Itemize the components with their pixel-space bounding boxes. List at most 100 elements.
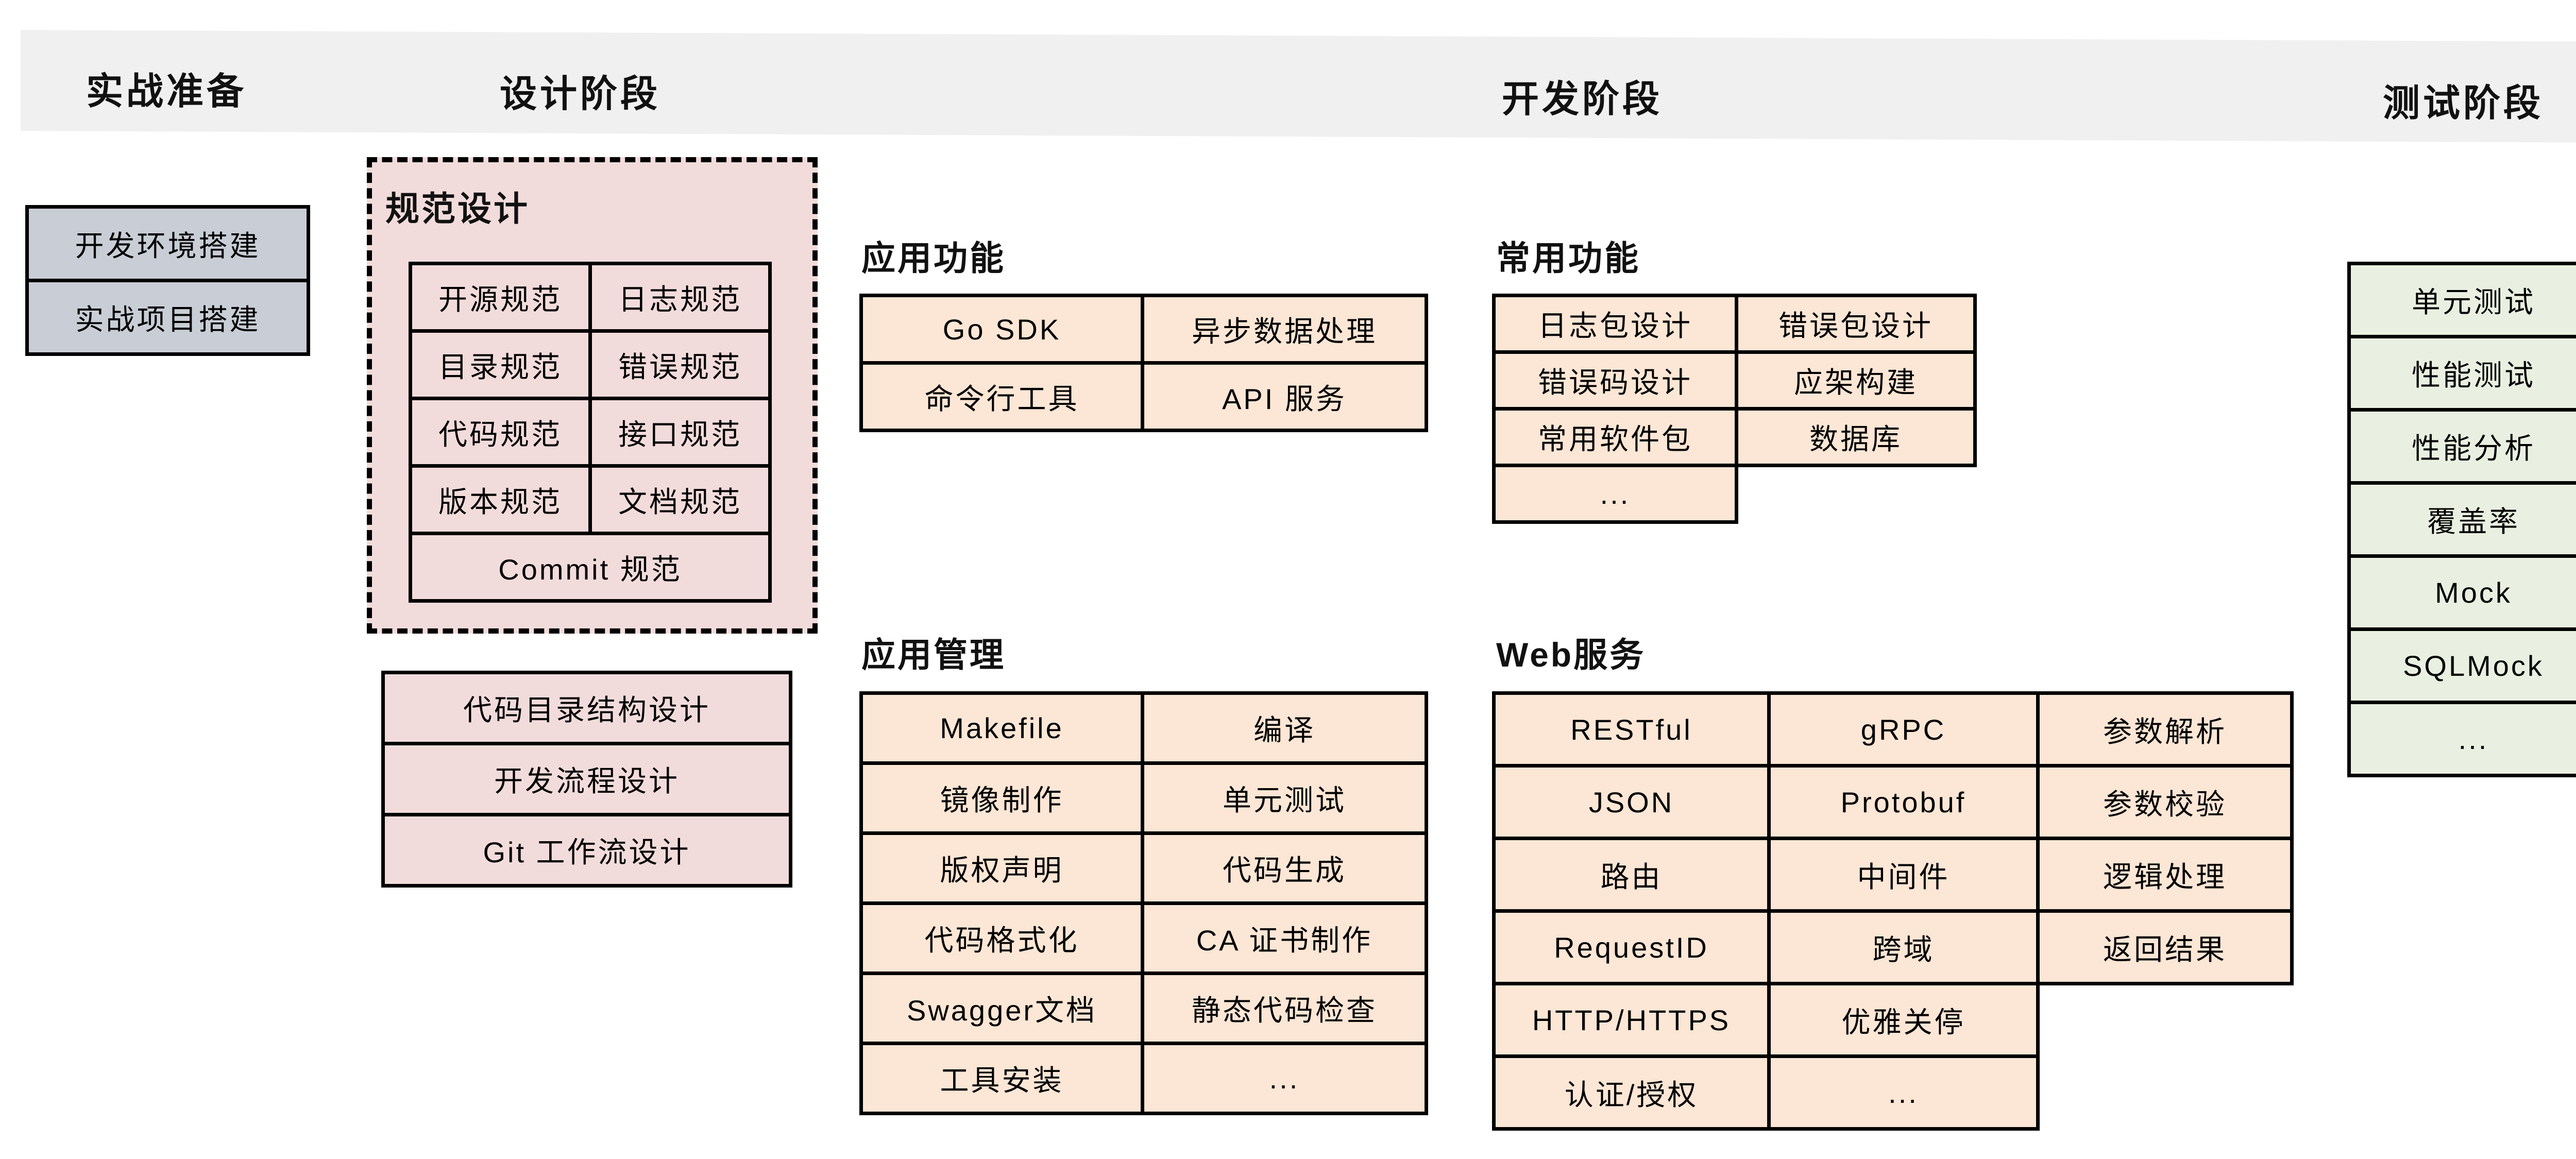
table-cell: 代码格式化 xyxy=(859,901,1144,975)
table-row: 镜像制作单元测试 xyxy=(859,761,1428,835)
table-cell: 接口规范 xyxy=(588,397,772,468)
table-cell: 返回结果 xyxy=(2036,909,2294,985)
table-row: 开发环境搭建 xyxy=(25,205,310,282)
table-row: Mock xyxy=(2347,554,2576,631)
table-row: ... xyxy=(1492,464,1977,524)
table-cell: 路由 xyxy=(1492,837,1771,913)
section-title-app-features: 应用功能 xyxy=(861,239,1006,277)
table-row: 版权声明代码生成 xyxy=(859,831,1428,905)
table-row: 覆盖率 xyxy=(2347,481,2576,558)
table-cell: Makefile xyxy=(859,691,1144,765)
table-row: 单元测试 xyxy=(2347,262,2576,338)
table-row: 版本规范文档规范 xyxy=(409,464,772,535)
table-cell: 应架构建 xyxy=(1735,350,1977,411)
table-cell: 开发环境搭建 xyxy=(25,205,310,282)
table-row: Swagger文档静态代码检查 xyxy=(859,971,1428,1045)
table-cell: Commit 规范 xyxy=(409,532,772,603)
table-cell: ... xyxy=(1492,464,1738,524)
table-cell: 版权声明 xyxy=(859,831,1144,905)
table-cell: 异步数据处理 xyxy=(1141,294,1428,365)
section-title-web-services: Web服务 xyxy=(1496,636,1646,674)
stage-label-preparation: 实战准备 xyxy=(86,71,247,112)
section-title-app-mgmt: 应用管理 xyxy=(861,636,1006,674)
table-row: SQLMock xyxy=(2347,627,2576,704)
table-row: 目录规范错误规范 xyxy=(409,329,772,400)
stage-banner-arrow xyxy=(21,30,2576,143)
table-cell: 单元测试 xyxy=(1141,761,1428,835)
table-cell: RequestID xyxy=(1492,909,1771,985)
table-row: 工具安装... xyxy=(859,1042,1428,1115)
table-cell: 镜像制作 xyxy=(859,761,1144,835)
stage-banner xyxy=(21,30,2576,143)
section-title-common-features: 常用功能 xyxy=(1496,239,1640,277)
table-row: 性能分析 xyxy=(2347,408,2576,485)
table-cell: 数据库 xyxy=(1735,407,1977,467)
table-cell: JSON xyxy=(1492,764,1771,840)
table-row: 认证/授权... xyxy=(1492,1054,2294,1131)
table-row: 常用软件包数据库 xyxy=(1492,407,1977,467)
table-row: Commit 规范 xyxy=(409,532,772,603)
table-cell: Swagger文档 xyxy=(859,971,1144,1045)
table-cell: 日志包设计 xyxy=(1492,294,1738,354)
table-cell: 跨域 xyxy=(1767,909,2040,985)
table-cell: 常用软件包 xyxy=(1492,407,1738,467)
table-cell: 命令行工具 xyxy=(859,361,1144,432)
prep-table: 开发环境搭建实战项目搭建 xyxy=(25,205,310,356)
table-cell: 覆盖率 xyxy=(2347,481,2576,558)
table-cell: Git 工作流设计 xyxy=(381,813,792,888)
table-cell: ... xyxy=(1141,1042,1428,1115)
table-cell: 认证/授权 xyxy=(1492,1054,1771,1131)
table-cell: 代码规范 xyxy=(409,397,592,468)
table-cell: ... xyxy=(1767,1054,2040,1131)
table-row: 实战项目搭建 xyxy=(25,279,310,356)
stage-label-development: 开发阶段 xyxy=(1502,79,1663,120)
table-row: 开发流程设计 xyxy=(381,742,792,816)
table-cell: RESTful xyxy=(1492,691,1771,768)
table-cell: 性能测试 xyxy=(2347,335,2576,412)
table-cell: 静态代码检查 xyxy=(1141,971,1428,1045)
table-cell: 代码生成 xyxy=(1141,831,1428,905)
table-cell: 中间件 xyxy=(1767,837,2040,913)
table-cell: 日志规范 xyxy=(588,262,772,333)
section-title-spec-design: 规范设计 xyxy=(385,190,530,228)
table-row: 代码目录结构设计 xyxy=(381,671,792,745)
table-cell: 性能分析 xyxy=(2347,408,2576,485)
table-cell: HTTP/HTTPS xyxy=(1492,982,1771,1058)
table-cell: 代码目录结构设计 xyxy=(381,671,792,745)
table-row: 性能测试 xyxy=(2347,335,2576,412)
table-cell: Mock xyxy=(2347,554,2576,631)
table-row: 路由中间件逻辑处理 xyxy=(1492,837,2294,913)
table-cell: CA 证书制作 xyxy=(1141,901,1428,975)
table-row: ... xyxy=(2347,701,2576,777)
table-cell: 开源规范 xyxy=(409,262,592,333)
table-cell: 目录规范 xyxy=(409,329,592,400)
table-cell: 错误包设计 xyxy=(1735,294,1977,354)
table-cell: 文档规范 xyxy=(588,464,772,535)
table-cell: 优雅关停 xyxy=(1767,982,2040,1058)
table-cell: 实战项目搭建 xyxy=(25,279,310,356)
table-cell: Go SDK xyxy=(859,294,1144,365)
table-cell: gRPC xyxy=(1767,691,2040,768)
common-features-table: 日志包设计错误包设计错误码设计应架构建常用软件包数据库... xyxy=(1492,294,1977,524)
table-cell: 版本规范 xyxy=(409,464,592,535)
stage-label-design: 设计阶段 xyxy=(500,74,661,115)
table-cell: 开发流程设计 xyxy=(381,742,792,816)
table-cell: 单元测试 xyxy=(2347,262,2576,338)
table-cell: 逻辑处理 xyxy=(2036,837,2294,913)
table-row: 错误码设计应架构建 xyxy=(1492,350,1977,411)
table-row: 开源规范日志规范 xyxy=(409,262,772,333)
table-cell: ... xyxy=(2347,701,2576,777)
